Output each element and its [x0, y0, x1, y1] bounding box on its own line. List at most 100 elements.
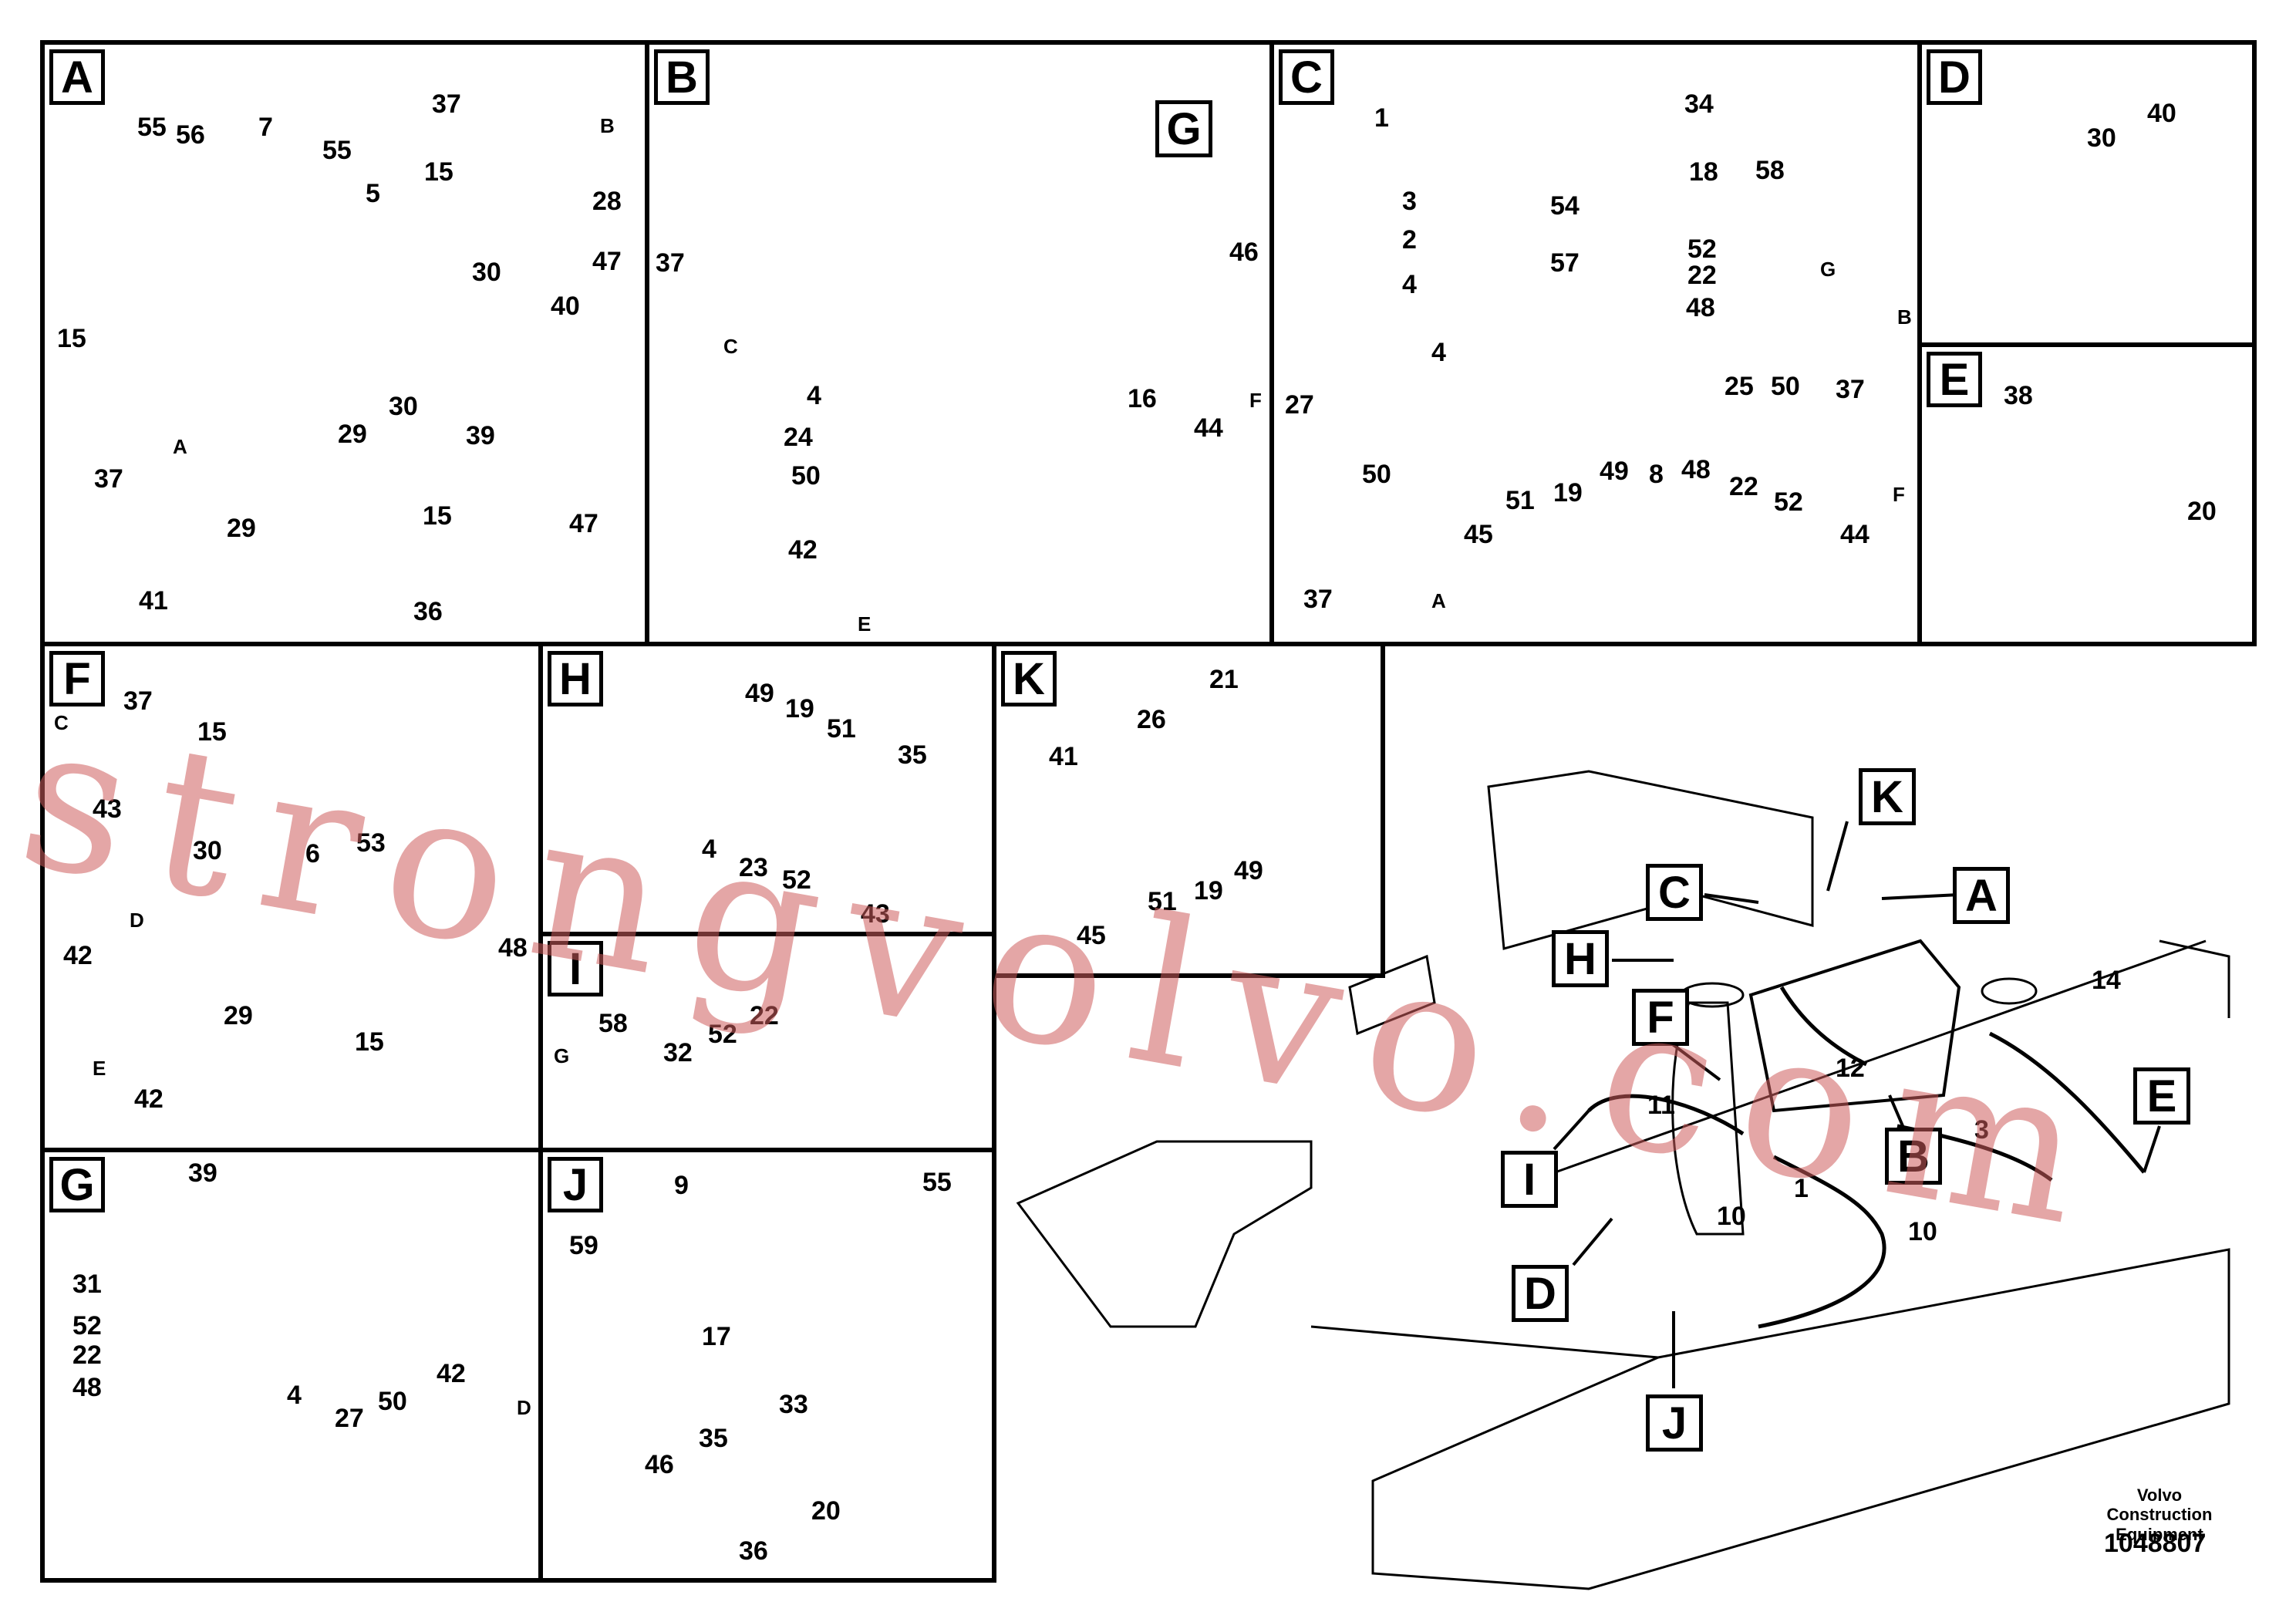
part-label: 58 — [1755, 156, 1785, 185]
part-label: 55 — [922, 1168, 952, 1197]
part-label: 55 — [137, 113, 167, 142]
part-label: 35 — [898, 740, 927, 770]
part-label: 47 — [569, 509, 598, 538]
part-label: 55 — [322, 136, 352, 165]
part-label: 45 — [1077, 921, 1106, 950]
part-label: 30 — [2087, 123, 2116, 153]
part-label: 48 — [1686, 293, 1715, 322]
part-label: 29 — [224, 1001, 253, 1030]
pipe-end-label: B — [1897, 305, 1912, 329]
overview-callout-f: F — [1632, 989, 1689, 1046]
pipe-end-label: A — [1431, 589, 1446, 612]
part-label: 15 — [197, 717, 227, 747]
part-label: 51 — [1148, 887, 1177, 916]
part-label: 52 — [782, 865, 811, 895]
part-label: 4 — [287, 1381, 302, 1410]
part-label: 36 — [739, 1536, 768, 1566]
panel-d-letter: D — [1927, 49, 1982, 105]
part-label: 24 — [784, 423, 813, 452]
part-label: 50 — [378, 1387, 407, 1416]
part-label: 31 — [72, 1270, 102, 1299]
part-label: 50 — [791, 461, 821, 491]
part-label: 50 — [1771, 372, 1800, 401]
part-label: 20 — [811, 1496, 841, 1526]
part-label: 38 — [2004, 381, 2033, 410]
part-label: 35 — [699, 1424, 728, 1453]
part-label: 45 — [1464, 520, 1493, 549]
part-label: 59 — [569, 1231, 598, 1260]
panel-f-letter: F — [49, 651, 105, 706]
pipe-end-label: F — [1249, 389, 1262, 412]
part-label: 4 — [1402, 270, 1417, 299]
part-label: 22 — [72, 1340, 102, 1370]
part-label: 51 — [827, 714, 856, 744]
panel-e-letter: E — [1927, 352, 1982, 407]
part-label: 15 — [424, 157, 453, 187]
overview-part-label: 10 — [1908, 1217, 1937, 1246]
part-label: 44 — [1840, 520, 1870, 549]
pipe-end-label: B — [600, 114, 615, 137]
part-label: 30 — [193, 836, 222, 865]
part-label: 22 — [1729, 472, 1758, 501]
part-label: 53 — [356, 828, 386, 858]
part-label: 27 — [1285, 390, 1314, 420]
overview-callout-c: C — [1646, 864, 1703, 921]
part-label: 40 — [551, 292, 580, 321]
overview-part-label: 11 — [1647, 1091, 1675, 1120]
part-label: 52 — [1687, 234, 1717, 264]
part-label: 4 — [702, 835, 716, 864]
overview-part-label: 1 — [1794, 1174, 1809, 1203]
part-label: 37 — [123, 686, 153, 716]
part-label: 5 — [366, 179, 380, 208]
part-label: 33 — [779, 1390, 808, 1419]
overview-part-label: 12 — [1836, 1054, 1865, 1083]
part-label: 1 — [1374, 103, 1389, 133]
part-label: 37 — [1836, 375, 1865, 404]
part-label: 52 — [72, 1311, 102, 1340]
overview-callout-d: D — [1512, 1265, 1569, 1322]
pipe-end-label: C — [723, 335, 738, 358]
panel-g: G — [40, 1148, 543, 1583]
part-label: 30 — [389, 392, 418, 421]
panel-j: J — [538, 1148, 996, 1583]
panel-c: C — [1269, 40, 1922, 646]
overview-callout-b: B — [1885, 1128, 1942, 1185]
part-label: 37 — [1303, 585, 1333, 614]
part-label: 29 — [338, 420, 367, 449]
panel-c-letter: C — [1279, 49, 1334, 105]
part-label: 21 — [1209, 665, 1239, 694]
panel-j-letter: J — [548, 1157, 603, 1212]
part-label: 41 — [1049, 742, 1078, 771]
part-label: 17 — [702, 1322, 731, 1351]
panel-i: I — [538, 932, 996, 1152]
panel-i-letter: I — [548, 941, 603, 996]
part-label: 51 — [1505, 486, 1535, 515]
part-label: 4 — [807, 381, 821, 410]
pipe-end-label: E — [93, 1057, 106, 1080]
panel-k: K — [992, 642, 1385, 978]
overview-callout-e: E — [2133, 1067, 2190, 1125]
part-label: 32 — [663, 1038, 693, 1067]
part-label: 2 — [1402, 225, 1417, 255]
overview-callout-k: K — [1859, 768, 1916, 825]
part-label: 42 — [788, 535, 818, 565]
part-label: 41 — [139, 586, 168, 615]
part-label: 37 — [432, 89, 461, 119]
overview-part-label: 14 — [2092, 966, 2121, 995]
part-label: 3 — [1402, 187, 1417, 216]
document-number: 1048807 — [2104, 1529, 2207, 1558]
panel-b-letter: B — [654, 49, 710, 105]
part-label: 22 — [1687, 261, 1717, 290]
part-label: 44 — [1194, 413, 1223, 443]
pipe-end-label: A — [173, 435, 187, 458]
part-label: 15 — [423, 501, 452, 531]
panel-f: F — [40, 642, 543, 1152]
part-label: 50 — [1362, 460, 1391, 489]
part-label: 8 — [1649, 460, 1664, 489]
panel-b: B — [645, 40, 1274, 646]
part-label: 48 — [498, 933, 528, 963]
part-label: 7 — [258, 113, 273, 142]
panel-g-letter: G — [49, 1157, 105, 1212]
overview-callout-a: A — [1953, 867, 2010, 924]
callout-leaders — [1553, 821, 2161, 1388]
